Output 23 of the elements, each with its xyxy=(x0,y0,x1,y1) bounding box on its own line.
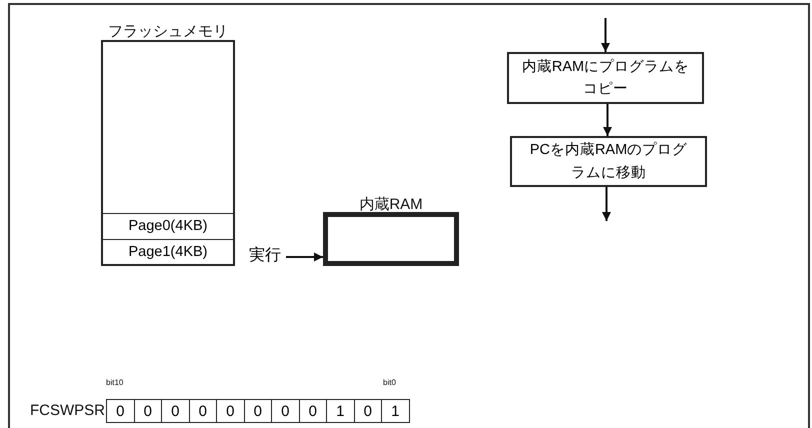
bit-index: bit0 xyxy=(383,378,396,387)
process-box: 内蔵RAMにプログラムをコピー xyxy=(507,52,704,104)
process-box: PCを内蔵RAMのプログラムに移動 xyxy=(510,136,707,187)
block-heading: フラッシュメモリ xyxy=(107,22,229,41)
bit-index: bit10 xyxy=(106,378,124,387)
bit-cell: 1 xyxy=(326,399,354,423)
bit-cell: 0 xyxy=(354,399,382,423)
bit-cell: 0 xyxy=(216,399,244,423)
arrow xyxy=(286,252,323,262)
bit-cell: 0 xyxy=(271,399,300,423)
arrow xyxy=(601,18,610,52)
bit-cell: 0 xyxy=(134,399,162,423)
arrow xyxy=(603,104,612,136)
bit-cell: 0 xyxy=(244,399,272,423)
bit-cell: 0 xyxy=(106,399,134,423)
bit-cell: 0 xyxy=(188,399,217,423)
action-text: 実行 xyxy=(246,245,284,267)
arrow xyxy=(602,187,611,221)
bit-cell: 0 xyxy=(161,399,190,423)
block-heading: 内蔵RAM xyxy=(358,195,424,214)
register-name: FCSWPSR xyxy=(30,402,105,419)
bit-cell: 0 xyxy=(298,399,327,423)
bit-cell: 1 xyxy=(381,399,410,423)
